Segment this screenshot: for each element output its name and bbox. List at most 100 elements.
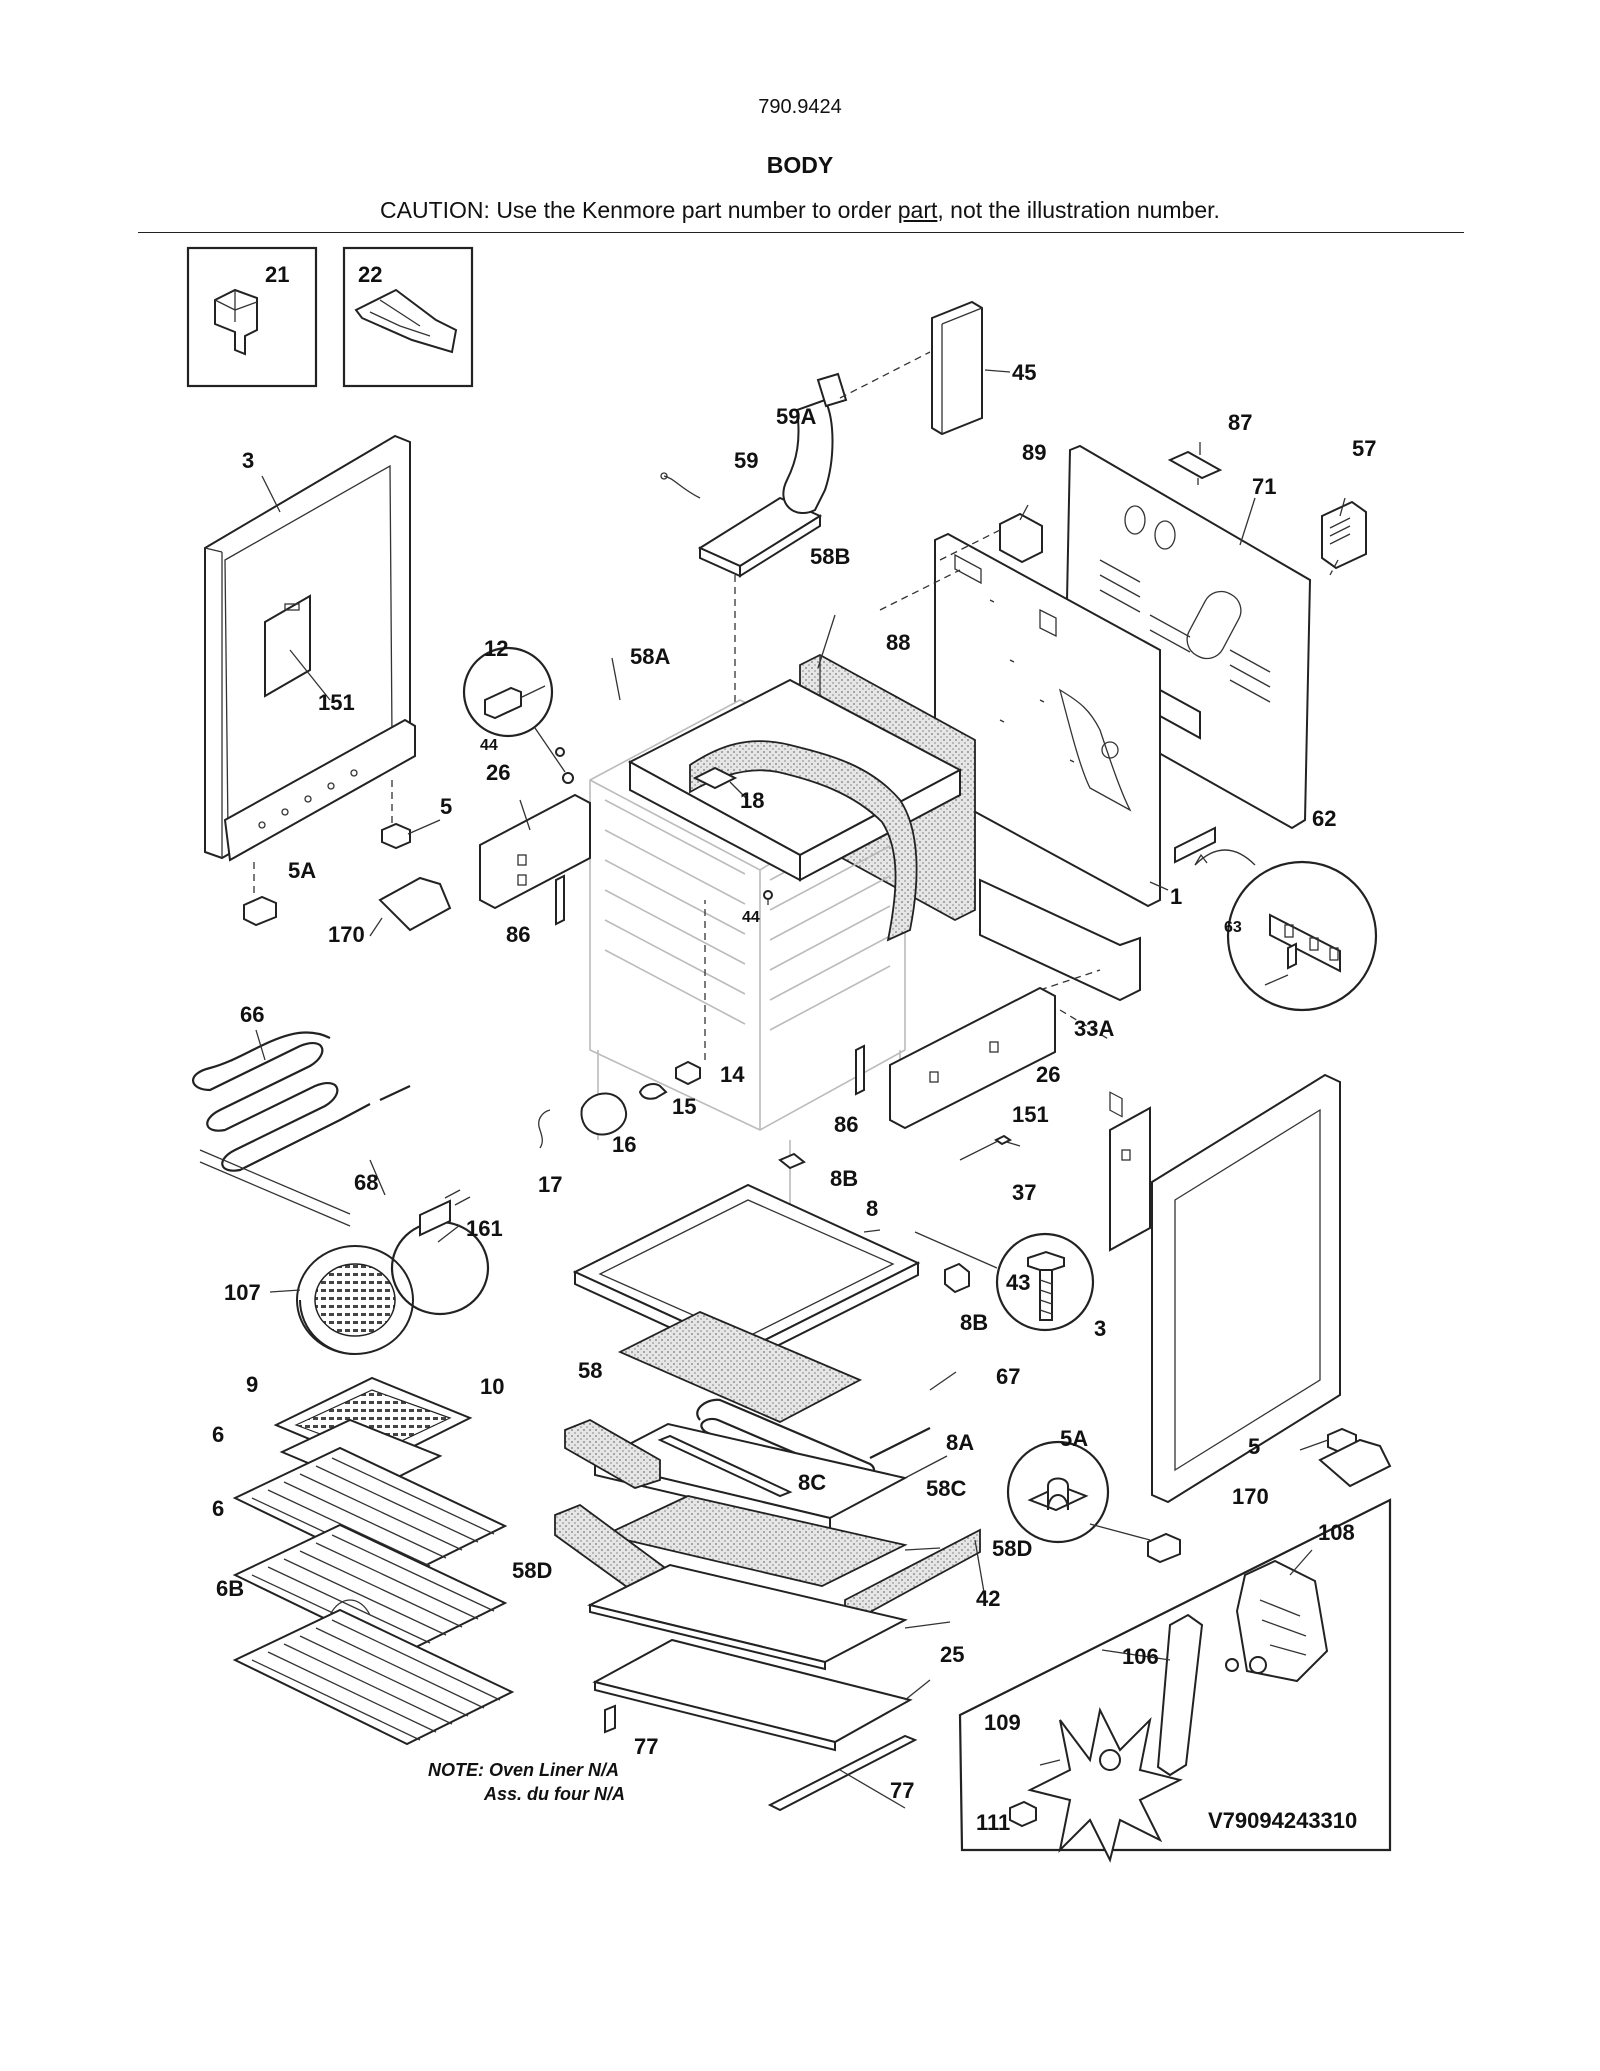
note-line-1: NOTE: Oven Liner N/A bbox=[428, 1760, 619, 1780]
top-insulation-58A bbox=[627, 678, 963, 942]
callout-18: 18 bbox=[740, 788, 764, 813]
callout-89: 89 bbox=[1022, 440, 1046, 465]
callout-26-left: 26 bbox=[486, 760, 510, 785]
callout-33A: 33A bbox=[1074, 1016, 1114, 1041]
right-side-panel bbox=[1109, 1073, 1341, 1504]
header-rule bbox=[138, 232, 1464, 233]
callout-6B: 6B bbox=[216, 1576, 244, 1601]
callout-8A: 8A bbox=[946, 1430, 974, 1455]
caution-part-word: part bbox=[897, 197, 938, 223]
callout-71: 71 bbox=[1252, 474, 1276, 499]
callout-87: 87 bbox=[1228, 410, 1252, 435]
callout-6-lower: 6 bbox=[212, 1496, 224, 1521]
harness-37 bbox=[959, 1134, 1021, 1161]
fan-motor-detail-box bbox=[958, 1498, 1392, 1863]
callout-37: 37 bbox=[1012, 1180, 1036, 1205]
callout-58C: 58C bbox=[926, 1476, 966, 1501]
leveler-leg-right bbox=[1147, 1427, 1392, 1564]
callout-62: 62 bbox=[1312, 806, 1336, 831]
diagram-code: V79094243310 bbox=[1208, 1808, 1357, 1833]
callout-59: 59 bbox=[734, 448, 758, 473]
fan-guard-9-10 bbox=[273, 1376, 473, 1492]
callout-44-upper: 44 bbox=[480, 737, 498, 754]
leveler-leg-left bbox=[243, 780, 452, 937]
callout-16: 16 bbox=[612, 1132, 636, 1157]
leader-88 bbox=[879, 569, 961, 611]
callout-3-right: 3 bbox=[1094, 1316, 1106, 1341]
callout-57: 57 bbox=[1352, 436, 1376, 461]
callout-5A-left: 5A bbox=[288, 858, 316, 883]
callout-10: 10 bbox=[480, 1374, 504, 1399]
callout-5-right: 5 bbox=[1248, 1434, 1260, 1459]
callout-86-upper: 86 bbox=[506, 922, 530, 947]
panel-25 bbox=[592, 1638, 913, 1752]
callout-8: 8 bbox=[866, 1196, 878, 1221]
gasket-161 bbox=[390, 1189, 490, 1316]
callout-67: 67 bbox=[996, 1364, 1020, 1389]
drawer-pan-8 bbox=[572, 1152, 970, 1364]
callout-3-left: 3 bbox=[242, 448, 254, 473]
callout-17: 17 bbox=[538, 1172, 562, 1197]
callout-109: 109 bbox=[984, 1710, 1021, 1735]
panel-42 bbox=[587, 1563, 908, 1671]
callout-5A-right: 5A bbox=[1060, 1426, 1088, 1451]
callout-106: 106 bbox=[1122, 1644, 1159, 1669]
caution-text: CAUTION: Use the Kenmore part number to … bbox=[0, 197, 1600, 224]
callout-77-upper: 77 bbox=[634, 1734, 658, 1759]
oven-light-assembly bbox=[538, 900, 706, 1149]
callout-68: 68 bbox=[354, 1170, 378, 1195]
model-number: 790.9424 bbox=[758, 96, 842, 118]
fan-cover-107 bbox=[296, 1245, 414, 1355]
callout-43: 43 bbox=[1006, 1270, 1030, 1295]
callout-107: 107 bbox=[224, 1280, 261, 1305]
detail-circle-43 bbox=[914, 1231, 1095, 1332]
callout-63: 63 bbox=[1224, 919, 1242, 936]
bracket-45 bbox=[931, 300, 1011, 436]
detail-circle-62 bbox=[1174, 826, 1378, 1012]
callout-1: 1 bbox=[1170, 884, 1182, 909]
callout-161: 161 bbox=[466, 1216, 503, 1241]
insulation-58C bbox=[602, 1495, 908, 1587]
small-screws-44 bbox=[555, 747, 773, 905]
callout-5-left: 5 bbox=[440, 794, 452, 819]
rails-77 bbox=[604, 1704, 918, 1812]
oven-rack-6B bbox=[232, 1599, 515, 1746]
leader-151a bbox=[289, 649, 331, 701]
clips-86 bbox=[555, 874, 865, 1096]
callout-8C: 8C bbox=[798, 1470, 826, 1495]
part-22-box bbox=[342, 246, 474, 388]
callout-58: 58 bbox=[578, 1358, 602, 1383]
callout-58A: 58A bbox=[630, 644, 670, 669]
caution-prefix: CAUTION: Use the Kenmore part number to … bbox=[380, 197, 898, 223]
inner-back-1 bbox=[934, 532, 1161, 908]
top-element-59 bbox=[660, 472, 823, 730]
callout-170-right: 170 bbox=[1232, 1484, 1269, 1509]
callout-44-lower: 44 bbox=[742, 909, 760, 926]
note-line-2: Ass. du four N/A bbox=[483, 1784, 625, 1804]
callout-77-lower: 77 bbox=[890, 1778, 914, 1803]
callout-86-lower: 86 bbox=[834, 1112, 858, 1137]
callout-22: 22 bbox=[358, 262, 382, 287]
callout-111: 111 bbox=[976, 1810, 1010, 1835]
callout-14: 14 bbox=[720, 1062, 745, 1087]
callout-58B: 58B bbox=[810, 544, 850, 569]
side-rail-26-right bbox=[889, 986, 1111, 1130]
leader-lines bbox=[255, 442, 1346, 1766]
page-title: BODY bbox=[766, 152, 834, 178]
left-side-panel bbox=[204, 434, 416, 862]
callout-88: 88 bbox=[886, 630, 910, 655]
callout-58D-right: 58D bbox=[992, 1536, 1032, 1561]
callout-66: 66 bbox=[240, 1002, 264, 1027]
callout-21: 21 bbox=[265, 262, 289, 287]
bottom-rail-33A bbox=[979, 878, 1141, 1002]
detail-circle-12 bbox=[462, 646, 574, 784]
callout-151-right: 151 bbox=[1012, 1102, 1049, 1127]
callout-12: 12 bbox=[484, 636, 508, 661]
bracket-89 bbox=[939, 512, 1043, 564]
callout-26-right: 26 bbox=[1036, 1062, 1060, 1087]
light-socket-18 bbox=[692, 766, 749, 801]
callout-25: 25 bbox=[940, 1642, 964, 1667]
callout-42: 42 bbox=[976, 1586, 1000, 1611]
insulation-pad-58 bbox=[617, 1311, 863, 1423]
